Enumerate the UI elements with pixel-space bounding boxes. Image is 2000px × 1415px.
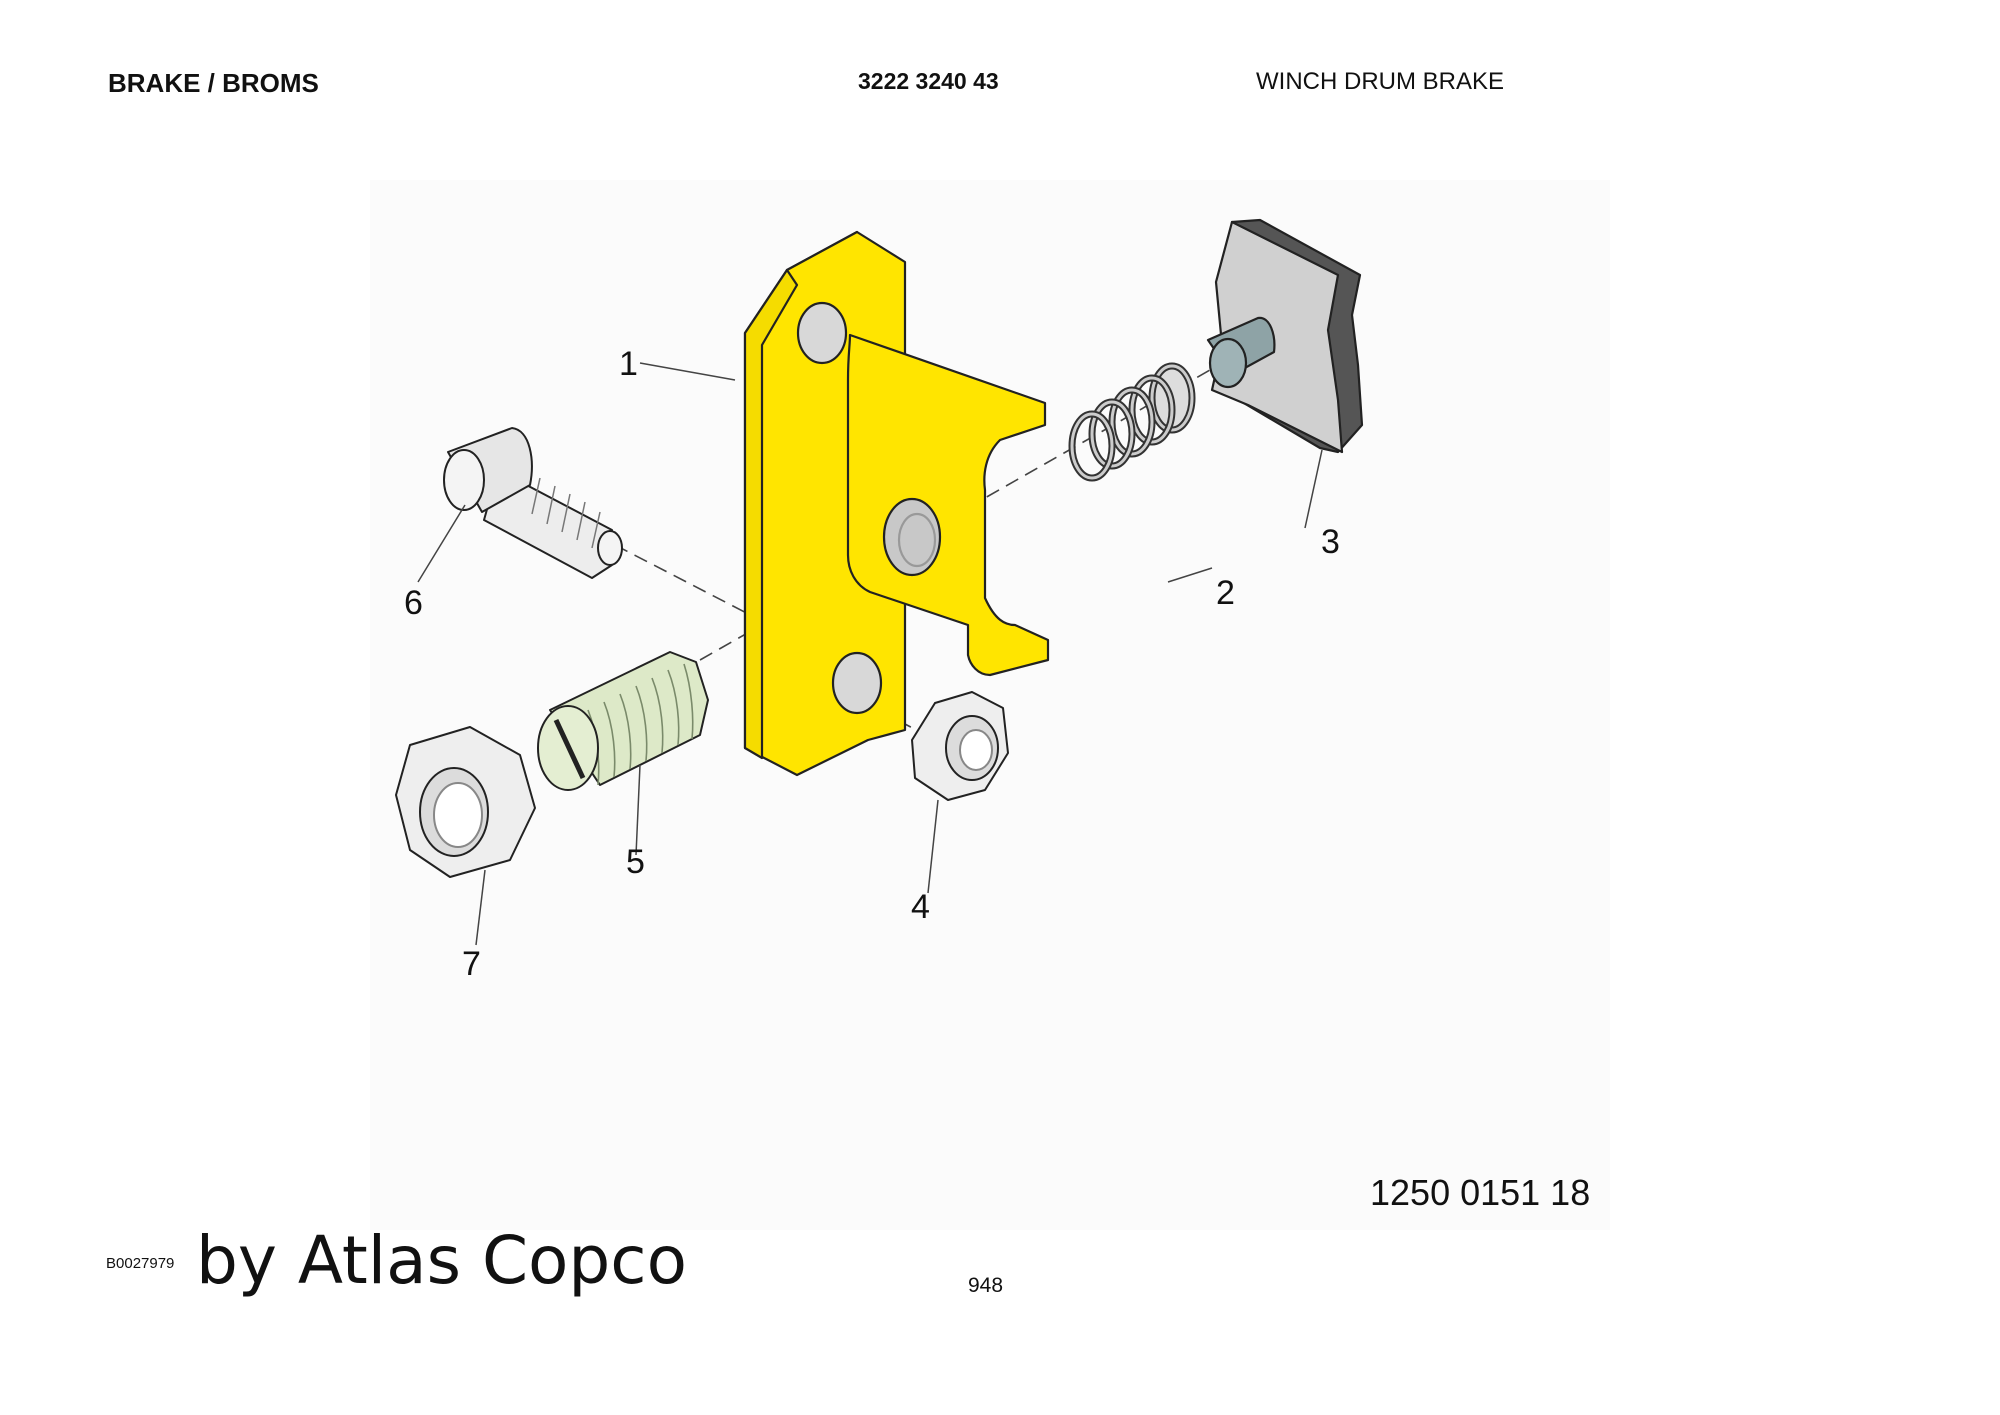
hex-nut-part-7[interactable] bbox=[395, 726, 536, 878]
watermark-text: by Atlas Copco bbox=[196, 1222, 687, 1299]
section-title: BRAKE / BROMS bbox=[108, 68, 319, 98]
spring-part-2[interactable] bbox=[1068, 362, 1196, 482]
adjuster-screw-part-5[interactable] bbox=[537, 651, 709, 791]
document-code: B0027979 bbox=[106, 1255, 175, 1272]
callout-2: 2 bbox=[1216, 574, 1235, 612]
callout-1: 1 bbox=[619, 345, 638, 383]
callout-7: 7 bbox=[462, 945, 481, 983]
callout-5: 5 bbox=[626, 843, 645, 881]
callout-4: 4 bbox=[911, 888, 930, 926]
drawing-number: 1250 0151 18 bbox=[1370, 1172, 1591, 1213]
cap-screw-part-6[interactable] bbox=[443, 427, 623, 579]
page-number: 948 bbox=[968, 1274, 1004, 1297]
part-number: 3222 3240 43 bbox=[858, 68, 999, 94]
callout-6: 6 bbox=[404, 584, 423, 622]
hex-nut-part-4[interactable] bbox=[911, 691, 1009, 801]
leader-lines bbox=[417, 362, 1323, 946]
callout-3: 3 bbox=[1321, 523, 1340, 561]
brake-pad-part-3[interactable] bbox=[1206, 218, 1364, 454]
assembly-title: WINCH DRUM BRAKE bbox=[1256, 68, 1505, 95]
bracket-part-1[interactable] bbox=[743, 230, 1050, 777]
